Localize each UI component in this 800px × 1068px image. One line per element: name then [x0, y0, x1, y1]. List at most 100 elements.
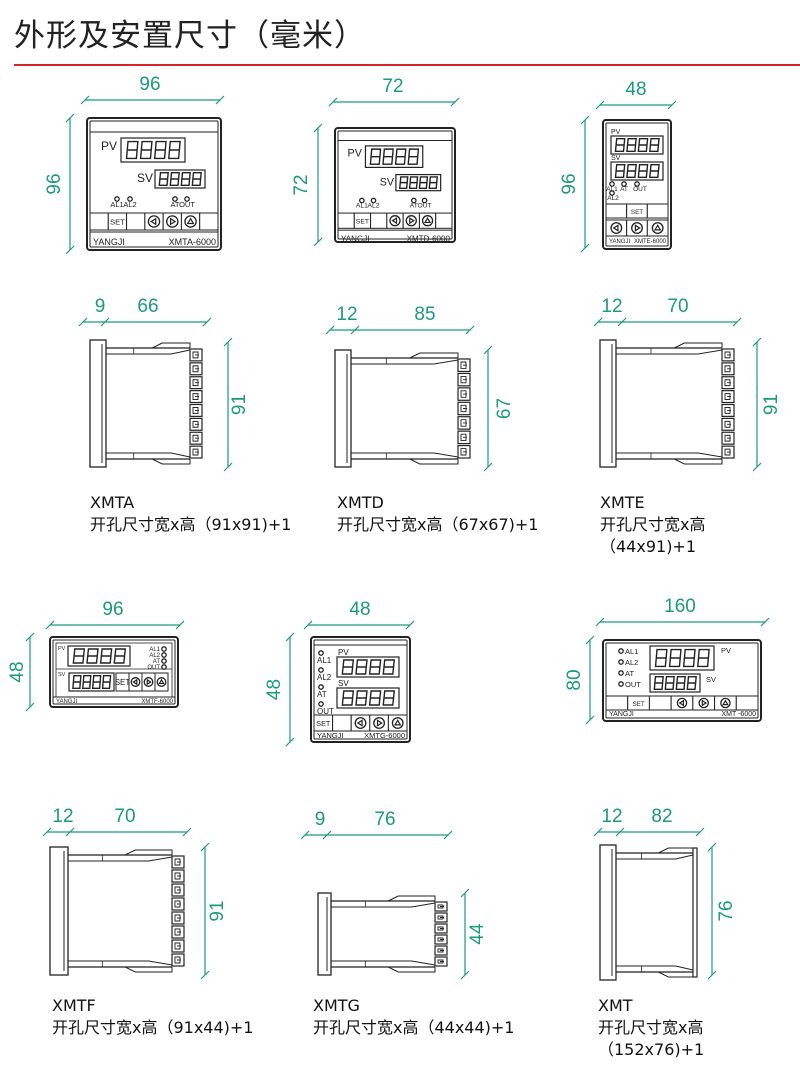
dimension-tick [350, 325, 360, 335]
digit-8 [686, 676, 697, 690]
dimension-tick [200, 842, 210, 852]
digit-8 [428, 176, 439, 189]
dimension-label: 70 [667, 296, 688, 317]
dimension-tick [595, 617, 605, 627]
label: PV [348, 148, 363, 160]
dimension-label: 12 [52, 806, 73, 827]
right-icon [373, 717, 386, 729]
up-icon [391, 717, 404, 729]
digit-8 [653, 676, 664, 690]
up-button [154, 672, 169, 692]
label: SV [706, 675, 716, 684]
digit-8 [697, 648, 710, 668]
up-button [387, 714, 408, 732]
dimension-tick [313, 123, 323, 133]
dimension-label: 96 [102, 599, 123, 620]
up-button [714, 695, 737, 711]
seven-segment-display [364, 145, 424, 169]
label: AL1 [110, 200, 123, 209]
seven-segment-display [649, 645, 715, 671]
set-button: SET [313, 714, 334, 732]
left-icon [676, 697, 688, 709]
side-view-xmtf [49, 846, 185, 976]
brand-label: YANGJI [609, 239, 631, 245]
dimension-label: 85 [414, 304, 435, 325]
dimension-tick [595, 100, 605, 110]
right-button [141, 672, 156, 692]
cutout-size: 开孔尺寸宽x高（152x76)+1 [598, 1018, 705, 1059]
dimension-label: 48 [7, 661, 28, 682]
led-indicator [114, 196, 120, 202]
right-button [402, 212, 420, 229]
dimension-label: 96 [559, 173, 580, 194]
bezel [599, 844, 617, 981]
right-icon [631, 222, 643, 234]
label: SV [380, 176, 395, 188]
right-button [369, 714, 389, 732]
brand-label: YANGJI [341, 234, 369, 243]
digit-8 [369, 148, 382, 165]
dimension-tick [45, 620, 55, 630]
digit-8 [668, 648, 682, 668]
right-button [162, 212, 182, 231]
digit-8 [99, 648, 113, 664]
digit-8 [664, 676, 675, 690]
horizontal-dimension: 48 [303, 599, 415, 630]
dimension-label: 48 [264, 679, 285, 700]
dimension-tick [322, 830, 332, 840]
vertical-dimension: 44 [460, 888, 488, 980]
blank-button [199, 212, 219, 231]
label: OUT [147, 665, 160, 671]
dimension-tick [752, 337, 762, 347]
dimension-label: 160 [664, 596, 696, 617]
left-button [128, 672, 143, 692]
label: SV [338, 679, 349, 688]
side-view-xmtd [334, 349, 471, 468]
digit-8 [368, 659, 382, 675]
led-indicator [618, 670, 624, 676]
dimension-label: 82 [651, 806, 672, 827]
dimension-tick [695, 827, 705, 837]
label: OUT [417, 203, 431, 210]
dimension-label: 12 [336, 304, 357, 325]
digit-8 [418, 176, 429, 189]
digit-8 [180, 172, 191, 186]
vertical-dimension: 72 [291, 123, 323, 247]
model-code: XMT -6000 [722, 711, 757, 718]
vertical-dimension: 80 [564, 635, 595, 725]
cutout-size: 开孔尺寸宽x高（91x91)+1 [90, 515, 292, 534]
brand-label: YANGJI [317, 731, 344, 740]
dimension-tick [202, 317, 212, 327]
up-button [646, 219, 669, 237]
label: SET [356, 219, 370, 226]
label: SET [632, 701, 644, 708]
digit-8 [86, 648, 99, 664]
dimension-tick [752, 462, 762, 472]
bezel [334, 349, 352, 468]
vertical-dimension: 91 [752, 337, 782, 472]
dimension-label: 96 [44, 173, 65, 194]
dimension-label: 72 [291, 174, 312, 195]
blank-button [646, 203, 669, 219]
horizontal-dimension: 72 [328, 76, 460, 107]
dimension-tick [465, 325, 475, 335]
blank-button [89, 212, 109, 231]
label: AL1 [356, 203, 368, 210]
label: AL2 [607, 195, 619, 202]
dimension-label: 91 [761, 394, 782, 415]
digit-8 [139, 140, 153, 160]
label: PV [58, 646, 66, 652]
right-icon [166, 215, 179, 228]
dimension-tick [760, 617, 770, 627]
dimension-tick [223, 462, 233, 472]
blank-button [126, 212, 146, 231]
bezel [599, 339, 617, 468]
dimension-tick [732, 317, 742, 327]
label: AT [625, 669, 634, 678]
label: AL1 [606, 186, 618, 193]
dimension-tick [65, 245, 75, 255]
